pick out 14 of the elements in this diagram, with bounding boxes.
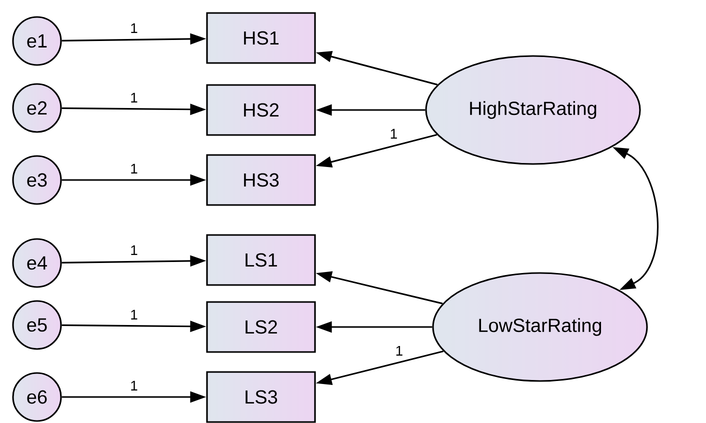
- edge-label: 1: [131, 164, 138, 174]
- edge-label: 1: [131, 23, 138, 33]
- variable-box: HS3: [206, 154, 316, 206]
- edge-label: 1: [131, 310, 138, 320]
- variable-box: HS1: [206, 12, 316, 64]
- variable-box: LS2: [206, 301, 316, 353]
- edge-label: 1: [131, 380, 138, 390]
- variable-box: HS2: [206, 84, 316, 136]
- edge-label: 1: [131, 92, 138, 102]
- variable-box: LS1: [206, 234, 316, 286]
- edge-label: 1: [390, 128, 397, 139]
- edge-label: 1: [131, 245, 138, 255]
- edge-label: 1: [396, 346, 402, 356]
- variable-box: LS3: [206, 371, 316, 423]
